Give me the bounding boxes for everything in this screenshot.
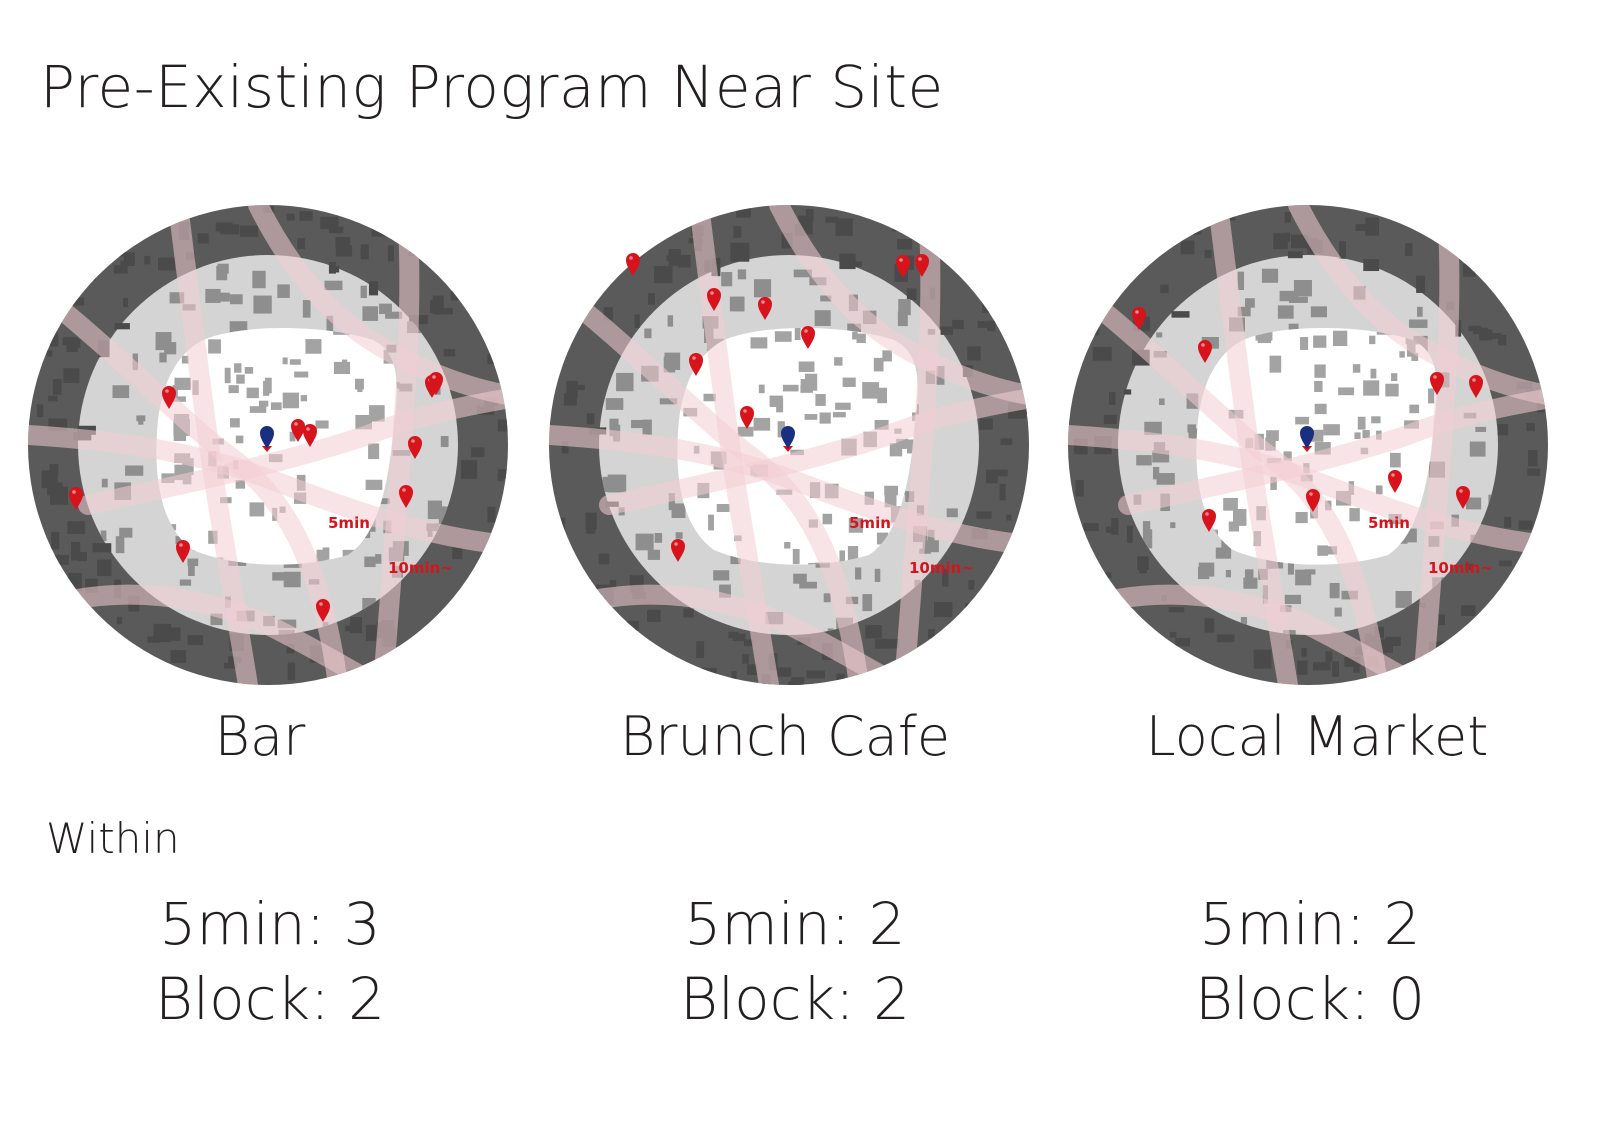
map-svg: 5min 10min~ [1068, 205, 1548, 685]
stat-block-bar: Block: 2 [155, 965, 385, 1033]
site-marker-icon [260, 426, 274, 452]
map-pin-icon [740, 406, 754, 429]
map-svg: 5min 10min~ [28, 205, 508, 685]
map-pin-icon [671, 539, 685, 562]
stat-block-brunch-cafe: Block: 2 [680, 965, 910, 1033]
stat-5min-local-market: 5min: 2 [1199, 890, 1421, 958]
ring-label-10min: 10min~ [909, 559, 974, 577]
within-label: Within [46, 814, 180, 863]
ring-label-10min: 10min~ [388, 559, 453, 577]
map-pin-icon [1469, 375, 1483, 398]
map-panel-local-market: 5min 10min~ [1068, 205, 1548, 685]
stat-block-local-market: Block: 0 [1195, 965, 1425, 1033]
map-pin-icon [689, 353, 703, 376]
map-pin-icon [1198, 340, 1212, 363]
map-pin-icon [303, 424, 317, 447]
ring-label-5min: 5min [328, 514, 370, 532]
site-marker-icon [1300, 426, 1314, 452]
map-pin-icon [707, 288, 721, 311]
map-label-brunch-cafe: Brunch Cafe [619, 705, 951, 768]
map-pin-icon [758, 297, 772, 320]
map-pin-icon [408, 436, 422, 459]
map-pin-icon [626, 253, 640, 276]
stat-5min-brunch-cafe: 5min: 2 [684, 890, 906, 958]
map-pin-icon [896, 255, 910, 278]
map-svg: 5min 10min~ [549, 205, 1029, 685]
map-pin-icon [291, 419, 305, 442]
map-pin-icon [801, 326, 815, 349]
road-network [549, 205, 1029, 685]
map-label-local-market: Local Market [1145, 705, 1489, 768]
map-label-bar: Bar [214, 705, 306, 768]
site-marker-icon [781, 426, 795, 452]
map-pin-icon [1132, 307, 1146, 330]
road-network [28, 205, 508, 685]
map-pin-icon [915, 254, 929, 277]
ring-label-5min: 5min [849, 514, 891, 532]
map-panel-bar: 5min 10min~ [28, 205, 508, 685]
map-pin-icon [162, 386, 176, 409]
map-pin-icon [429, 372, 443, 395]
ring-label-5min: 5min [1368, 514, 1410, 532]
map-pin-icon [316, 599, 330, 622]
map-pin-icon [1430, 372, 1444, 395]
page-title: Pre-Existing Program Near Site [40, 53, 944, 121]
map-pin-icon [1388, 470, 1402, 493]
map-pin-icon [1202, 509, 1216, 532]
map-pin-icon [176, 540, 190, 563]
map-panel-brunch-cafe: 5min 10min~ [549, 205, 1029, 685]
map-pin-icon [69, 487, 83, 510]
map-pin-icon [399, 485, 413, 508]
map-pin-icon [1456, 486, 1470, 509]
ring-label-10min: 10min~ [1428, 559, 1493, 577]
stat-5min-bar: 5min: 3 [159, 890, 381, 958]
map-pin-icon [1306, 489, 1320, 512]
road-network [1068, 205, 1548, 685]
